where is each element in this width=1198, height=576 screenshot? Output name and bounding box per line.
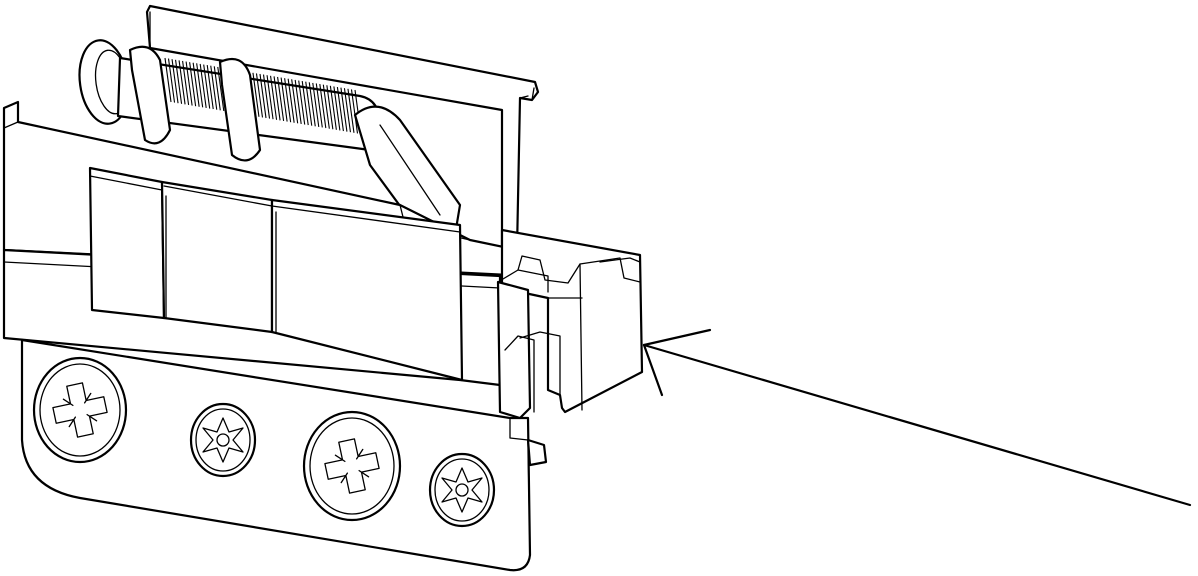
- torx-screw-icon: [189, 402, 257, 478]
- mounting-flange: [20, 338, 548, 572]
- back-plate: [145, 4, 540, 252]
- slide-block: [2, 166, 502, 387]
- end-clip: [496, 228, 644, 420]
- leader-arrow: [642, 328, 1192, 507]
- pozidriv-screw-icon: [32, 356, 128, 464]
- pozidriv-screw-icon: [302, 410, 402, 522]
- torx-screw-icon: [428, 452, 496, 528]
- spring-bolt-upper: [78, 39, 462, 242]
- screw-heads: [32, 356, 496, 528]
